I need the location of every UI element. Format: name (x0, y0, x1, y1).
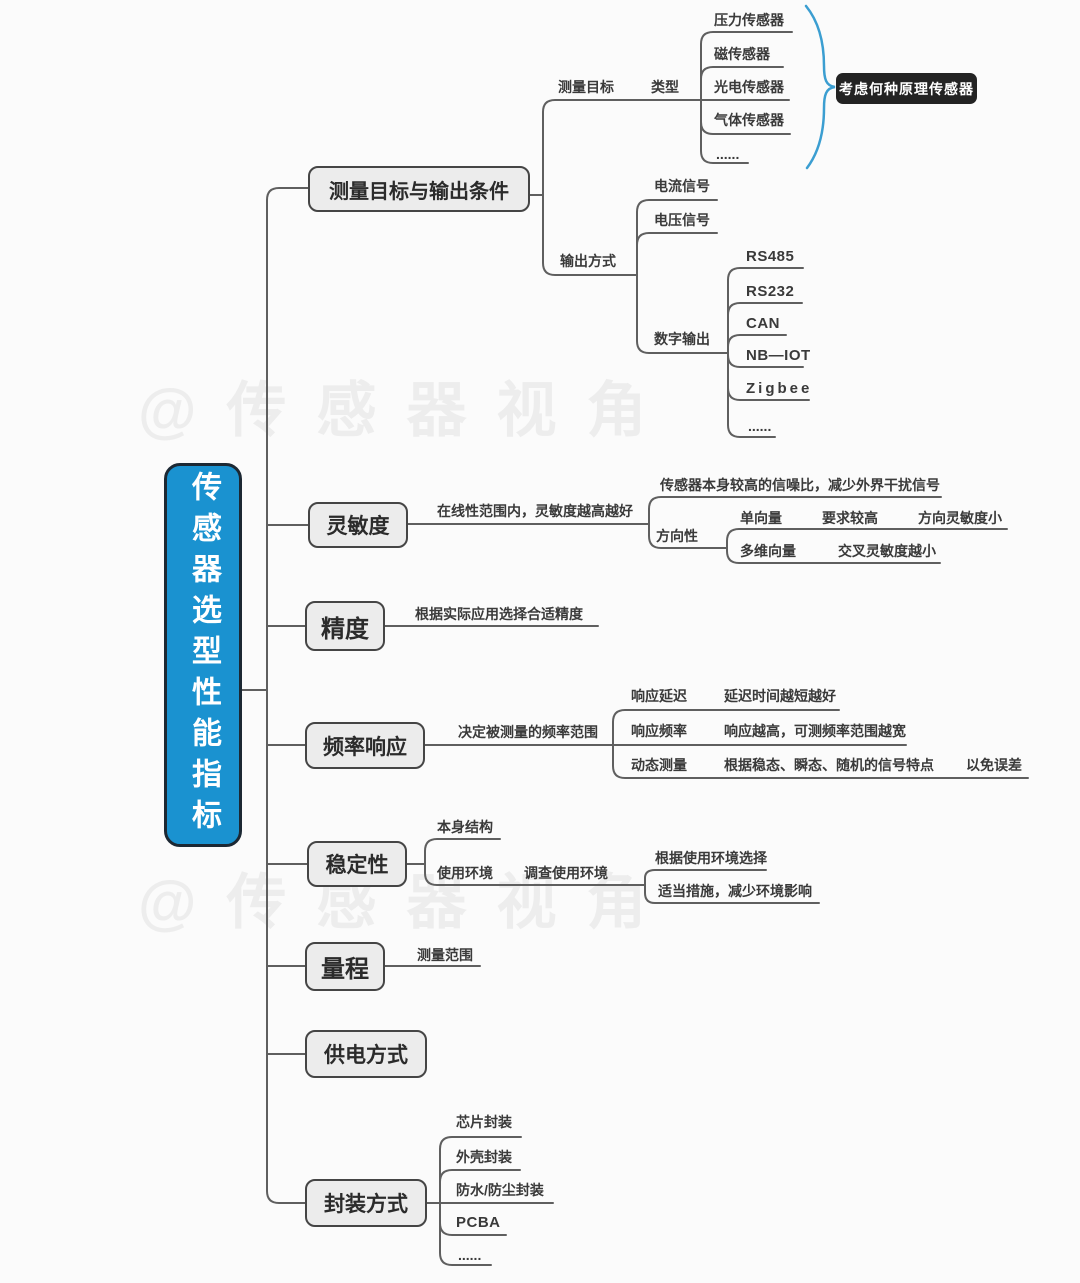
branch-range[interactable]: 量程 (305, 942, 385, 991)
node-protocol-ellipsis[interactable]: ...... (748, 418, 772, 434)
branch-frequency-response[interactable]: 频率响应 (305, 722, 425, 769)
node-measure-target[interactable]: 测量目标 (558, 79, 614, 95)
node-output-mode[interactable]: 输出方式 (560, 253, 616, 269)
node-single-vector[interactable]: 单向量 (740, 510, 782, 526)
branch-accuracy[interactable]: 精度 (305, 601, 385, 651)
branch-stability[interactable]: 稳定性 (307, 841, 407, 887)
node-digital-output[interactable]: 数字输出 (654, 331, 710, 347)
node-gas-sensor[interactable]: 气体传感器 (714, 112, 784, 128)
response-delay-note[interactable]: 延迟时间越短越好 (724, 688, 836, 704)
range-note[interactable]: 测量范围 (417, 947, 473, 963)
node-sensor-type[interactable]: 类型 (651, 79, 679, 95)
accuracy-note[interactable]: 根据实际应用选择合适精度 (415, 606, 583, 622)
node-waterproof-packaging[interactable]: 防水/防尘封装 (456, 1182, 544, 1198)
node-directionality[interactable]: 方向性 (656, 528, 698, 544)
sensitivity-principle[interactable]: 在线性范围内，灵敏度越高越好 (437, 503, 633, 519)
principle-note-badge[interactable]: 考虑何种原理传感器 (836, 73, 977, 104)
node-sensor-ellipsis[interactable]: ...... (716, 146, 740, 162)
node-photoelectric-sensor[interactable]: 光电传感器 (714, 79, 784, 95)
node-response-delay[interactable]: 响应延迟 (631, 688, 687, 704)
root-node[interactable]: 传感器选型性能指标 (164, 463, 242, 847)
branch-sensitivity[interactable]: 灵敏度 (308, 502, 408, 548)
node-magnetic-sensor[interactable]: 磁传感器 (714, 46, 770, 62)
node-protocol-rs232[interactable]: RS232 (746, 283, 795, 300)
node-protocol-zigbee[interactable]: Zigbee (746, 380, 813, 397)
node-use-environment[interactable]: 使用环境 (437, 865, 493, 881)
dynamic-measure-note[interactable]: 根据稳态、瞬态、随机的信号特点 (724, 757, 934, 773)
curly-brace-icon (804, 4, 836, 170)
environment-measure-note[interactable]: 适当措施，减少环境影响 (658, 883, 812, 899)
root-label: 传感器选型性能指标 (187, 470, 220, 840)
dynamic-measure-tail[interactable]: 以免误差 (966, 757, 1022, 773)
branch-packaging[interactable]: 封装方式 (305, 1179, 427, 1227)
node-protocol-nbiot[interactable]: NB—IOT (746, 347, 811, 364)
node-packaging-ellipsis[interactable]: ...... (458, 1247, 482, 1263)
node-dynamic-measure[interactable]: 动态测量 (631, 757, 687, 773)
node-protocol-can[interactable]: CAN (746, 315, 780, 332)
node-pcba-packaging[interactable]: PCBA (456, 1214, 501, 1231)
node-shell-packaging[interactable]: 外壳封装 (456, 1149, 512, 1165)
single-vector-requirement[interactable]: 要求较高 (822, 510, 878, 526)
node-multi-vector[interactable]: 多维向量 (740, 543, 796, 559)
frequency-principle[interactable]: 决定被测量的频率范围 (458, 724, 598, 740)
single-vector-note[interactable]: 方向灵敏度小 (918, 510, 1002, 526)
node-response-frequency[interactable]: 响应频率 (631, 723, 687, 739)
node-chip-packaging[interactable]: 芯片封装 (456, 1114, 512, 1130)
node-current-signal[interactable]: 电流信号 (654, 178, 710, 194)
snr-note[interactable]: 传感器本身较高的信噪比，减少外界干扰信号 (660, 477, 940, 493)
node-protocol-rs485[interactable]: RS485 (746, 248, 795, 265)
watermark-text: @传感器视角 (138, 377, 677, 444)
node-pressure-sensor[interactable]: 压力传感器 (714, 12, 784, 28)
node-own-structure[interactable]: 本身结构 (437, 819, 493, 835)
multi-vector-note[interactable]: 交叉灵敏度越小 (838, 543, 936, 559)
environment-survey[interactable]: 调查使用环境 (524, 865, 608, 881)
node-voltage-signal[interactable]: 电压信号 (654, 212, 710, 228)
response-frequency-note[interactable]: 响应越高，可测频率范围越宽 (724, 723, 906, 739)
environment-choose-note[interactable]: 根据使用环境选择 (655, 850, 767, 866)
branch-power-supply[interactable]: 供电方式 (305, 1030, 427, 1078)
branch-measure-output[interactable]: 测量目标与输出条件 (308, 166, 530, 212)
